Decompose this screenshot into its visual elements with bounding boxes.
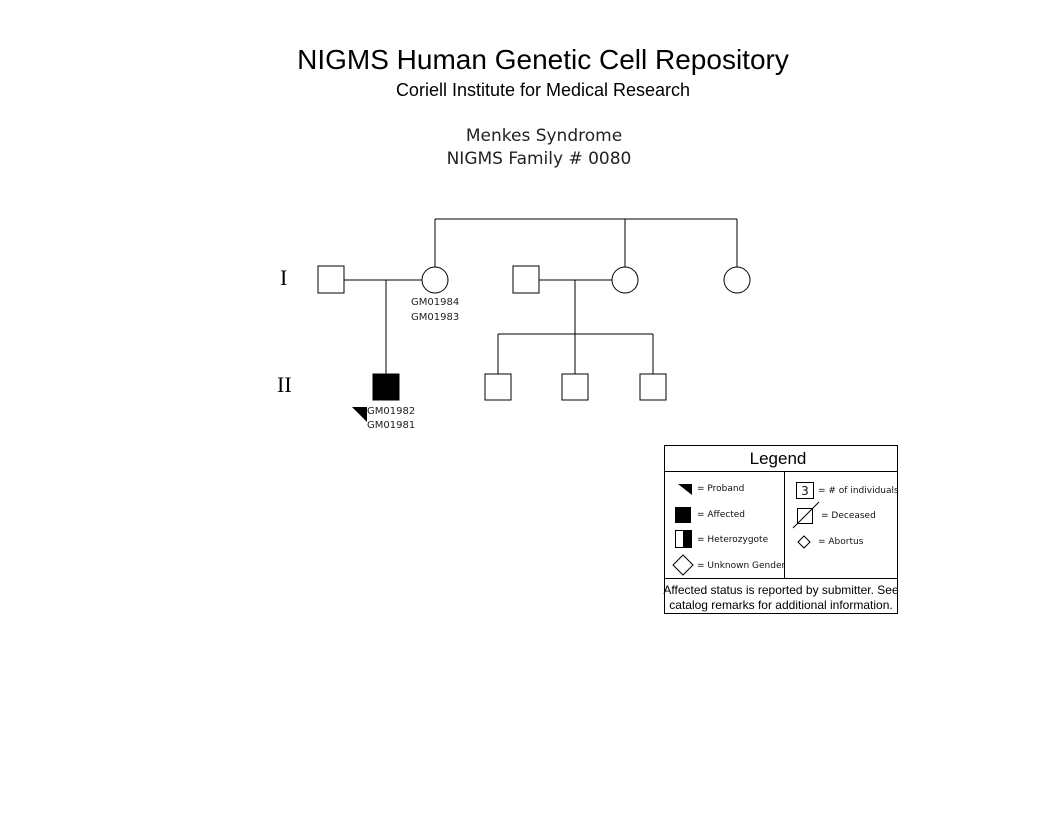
legend-note-line-1: Affected status is reported by submitter… bbox=[663, 583, 899, 597]
sibship-lines bbox=[434, 218, 738, 267]
male-gen2-cousin-2 bbox=[561, 373, 589, 401]
legend-proband-icon bbox=[678, 484, 692, 495]
female-gen1-mother bbox=[421, 266, 449, 294]
legend-count-number: 3 bbox=[801, 484, 809, 498]
male-gen2-cousin-3 bbox=[639, 373, 667, 401]
legend-affected-label: = Affected bbox=[697, 510, 745, 520]
affected-male-proband bbox=[372, 373, 400, 401]
repository-title: NIGMS Human Genetic Cell Repository bbox=[297, 44, 789, 75]
legend-deceased-label: = Deceased bbox=[821, 511, 876, 521]
male-gen1-uncle-by-marriage bbox=[512, 265, 540, 294]
legend-heterozygote-label: = Heterozygote bbox=[697, 535, 769, 545]
proband-arrow-icon bbox=[352, 407, 367, 422]
legend-box: Legend = Proband = Affected = Heterozygo… bbox=[663, 445, 899, 614]
legend-count-icon bbox=[796, 482, 814, 499]
female-gen1-aunt-2 bbox=[723, 266, 751, 294]
proband-id-1: GM01982 bbox=[367, 406, 415, 417]
proband-id-2: GM01981 bbox=[367, 420, 415, 431]
legend-abortus-label: = Abortus bbox=[818, 537, 864, 547]
legend-title: Legend bbox=[750, 449, 807, 468]
female-gen1-aunt bbox=[611, 266, 639, 294]
legend-abortus-icon bbox=[797, 535, 811, 549]
legend-note-line-2: catalog remarks for additional informati… bbox=[669, 598, 892, 612]
legend-affected-icon bbox=[675, 507, 691, 523]
legend-proband-label: = Proband bbox=[697, 484, 744, 494]
legend-unknown-gender-label: = Unknown Gender bbox=[697, 561, 786, 571]
disease-name: Menkes Syndrome bbox=[465, 126, 623, 146]
mother-id-2: GM01983 bbox=[411, 312, 459, 323]
generation-label-1: I bbox=[280, 265, 287, 290]
couple-2-lines bbox=[497, 279, 654, 374]
male-gen2-cousin-1 bbox=[484, 373, 512, 401]
male-gen1-father bbox=[317, 265, 345, 294]
generation-label-2: II bbox=[277, 372, 292, 397]
couple-1-lines bbox=[344, 279, 422, 374]
legend-unknown-gender-icon bbox=[672, 554, 694, 576]
mother-id-1: GM01984 bbox=[411, 297, 459, 308]
family-number: NIGMS Family # 0080 bbox=[446, 149, 632, 169]
institute-name: Coriell Institute for Medical Research bbox=[395, 80, 691, 100]
legend-count-label: = # of individuals bbox=[818, 486, 899, 496]
